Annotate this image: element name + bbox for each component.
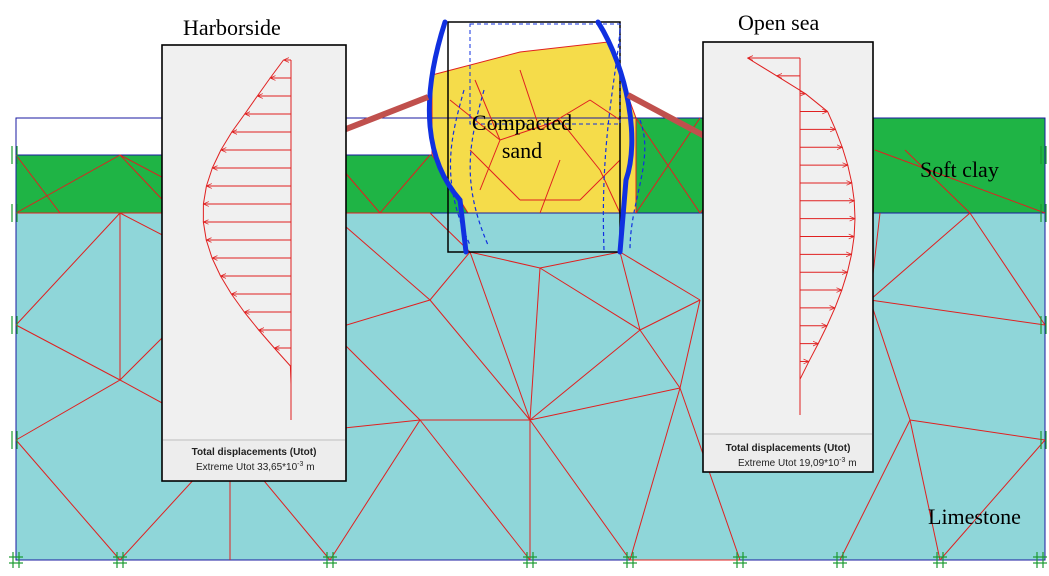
label-limestone: Limestone xyxy=(928,504,1021,529)
right-wall-deformed-dashed xyxy=(602,29,621,251)
label-soft-clay: Soft clay xyxy=(920,157,999,182)
left-panel-extreme: Extreme Utot 33,65*10-3 m xyxy=(196,461,315,473)
label-compacted: Compacted xyxy=(472,110,572,135)
label-open-sea: Open sea xyxy=(738,10,819,35)
left-panel-title: Total displacements (Utot) xyxy=(192,447,317,458)
right-wall-deformed-dashed-2 xyxy=(629,119,646,251)
right-panel-extreme: Extreme Utot 19,09*10-3 m xyxy=(738,457,857,469)
wall-frame xyxy=(447,21,621,253)
right-displacement-panel: Total displacements (Utot) Extreme Utot … xyxy=(702,41,874,473)
right-sheet-pile-wall xyxy=(595,19,635,255)
left-displacement-panel: Total displacements (Utot) Extreme Utot … xyxy=(161,44,347,482)
left-wall-deformed-dashed-2 xyxy=(469,89,489,246)
label-harborside: Harborside xyxy=(183,15,281,40)
label-sand: sand xyxy=(502,138,542,163)
boundary-fixities xyxy=(9,146,1047,568)
right-panel-title: Total displacements (Utot) xyxy=(726,443,851,454)
left-sheet-pile-wall xyxy=(426,19,469,255)
